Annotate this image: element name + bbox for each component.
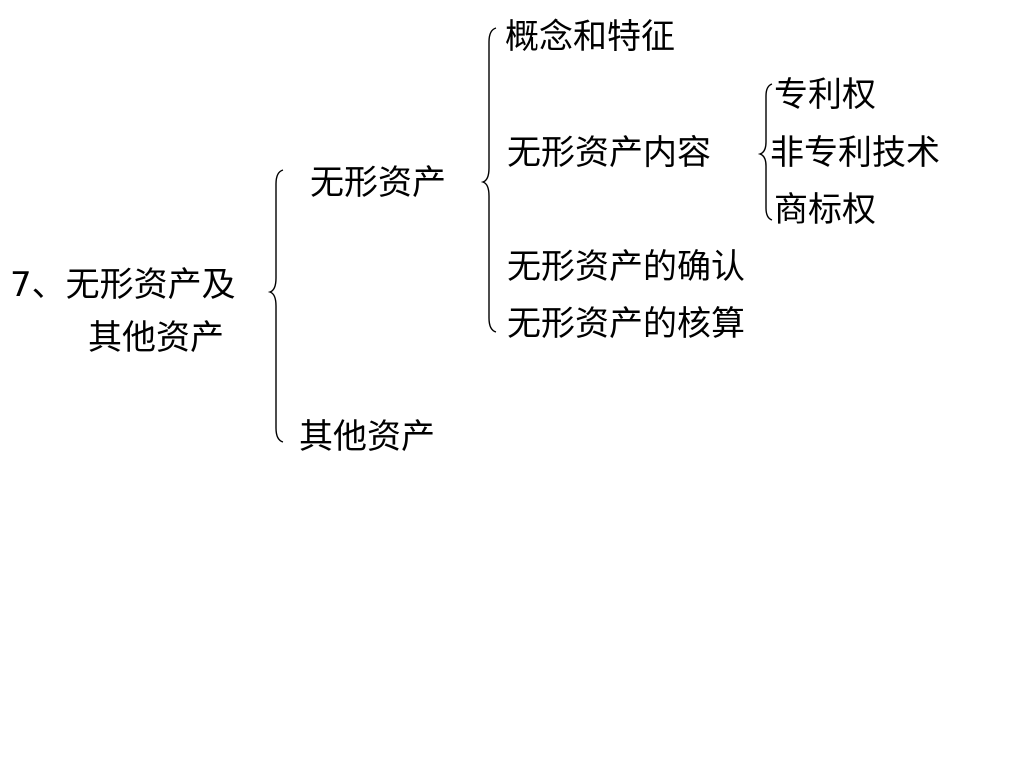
node-intangible-assets: 无形资产 xyxy=(310,163,446,203)
root-label-line2: 其他资产 xyxy=(88,317,224,358)
intangible-brace xyxy=(480,27,497,333)
node-concept-features: 概念和特征 xyxy=(505,17,675,57)
node-intangible-recognition: 无形资产的确认 xyxy=(507,247,745,287)
root-node: 7、无形资产及 其他资产 xyxy=(10,259,272,364)
content-brace xyxy=(757,83,773,221)
node-trademark-right: 商标权 xyxy=(774,190,876,230)
node-intangible-content: 无形资产内容 xyxy=(507,133,711,173)
main-brace xyxy=(267,169,284,443)
node-other-assets: 其他资产 xyxy=(299,417,435,457)
root-label-line1: 7、无形资产及 xyxy=(10,265,236,305)
node-intangible-accounting: 无形资产的核算 xyxy=(507,304,745,344)
node-patent-right: 专利权 xyxy=(774,75,876,115)
node-non-patent-technology: 非专利技术 xyxy=(770,133,940,173)
